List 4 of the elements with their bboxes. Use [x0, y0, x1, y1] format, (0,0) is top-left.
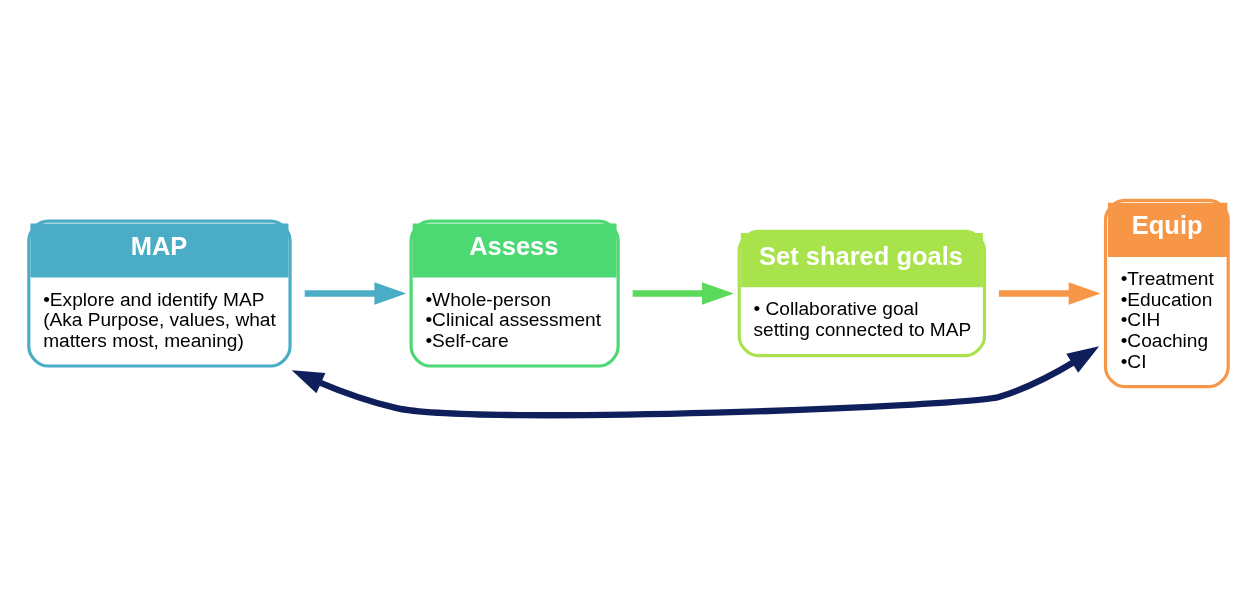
arrow — [998, 281, 1101, 305]
arrow — [632, 281, 734, 305]
arrow — [304, 281, 407, 305]
arrow — [291, 345, 1100, 418]
